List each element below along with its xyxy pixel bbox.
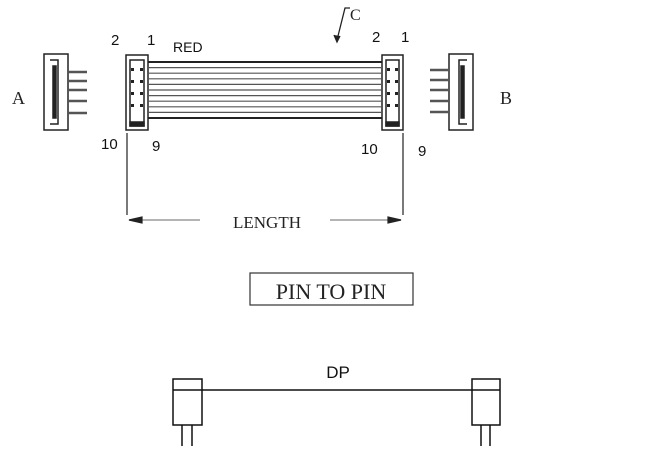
end-b-label: B [500,88,512,108]
left-pin-1-label: 1 [147,32,155,49]
ribbon-cable [148,61,382,119]
left-pin-10-label: 10 [101,136,118,153]
callout-c-label: C [350,7,361,24]
right-pin-2-label: 2 [372,29,380,46]
end-a-label: A [12,88,25,108]
left-idc-connector [125,54,149,131]
right-pin-1-label: 1 [401,29,409,46]
right-idc-connector [381,54,404,131]
length-dimension [126,133,404,224]
right-pin-9-label: 9 [418,143,426,160]
wiring-type-label: PIN TO PIN [276,279,387,304]
schematic-label: DP [326,363,350,382]
wiring-type-box [249,272,414,306]
right-pin-10-label: 10 [361,141,378,158]
left-pin-2-label: 2 [111,32,119,49]
callout-c-arrow [333,7,350,44]
connector-a [43,53,87,131]
schematic-cable [172,378,501,446]
length-label: LENGTH [233,213,301,232]
wire-color-label: RED [173,39,203,55]
connector-b [430,53,474,131]
left-pin-9-label: 9 [152,138,160,155]
